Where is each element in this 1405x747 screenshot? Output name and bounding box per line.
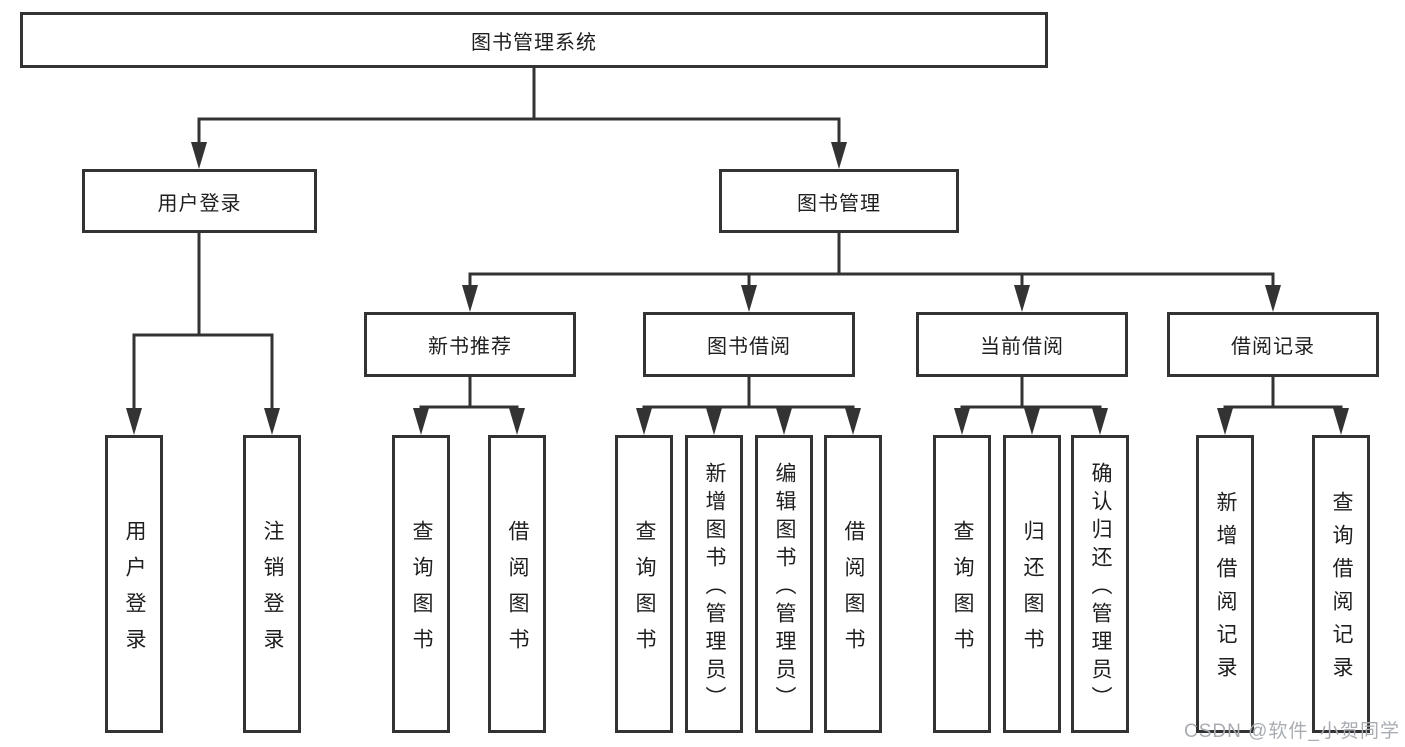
leaf-label: 借阅图书 [506,519,529,664]
node-book-management: 图书管理 [719,169,959,233]
leaf-label: 新增图书（管理员） [703,461,726,714]
node-new-book-recommend: 新书推荐 [364,312,576,377]
leaf-label: 查询图书 [633,519,656,664]
leaf-query-books-recommend: 查询图书 [392,435,450,733]
leaf-add-borrow-record: 新增借阅记录 [1196,435,1254,733]
node-current-borrow: 当前借阅 [916,312,1128,377]
leaf-query-borrow-record: 查询借阅记录 [1312,435,1370,733]
leaf-confirm-return-admin: 确认归还（管理员） [1071,435,1129,733]
leaf-query-books-borrow: 查询图书 [615,435,673,733]
leaf-label: 编辑图书（管理员） [773,461,796,714]
leaf-label: 查询图书 [951,519,974,664]
leaf-label: 借阅图书 [842,519,865,664]
node-book-borrow: 图书借阅 [643,312,855,377]
leaf-borrow-books: 借阅图书 [824,435,882,733]
leaf-label: 归还图书 [1021,519,1044,664]
node-user-login: 用户登录 [82,169,317,233]
leaf-label: 查询借阅记录 [1330,491,1353,689]
leaf-user-login: 用户登录 [105,435,163,733]
leaf-label: 用户登录 [123,519,146,664]
leaf-add-books-admin: 新增图书（管理员） [685,435,743,733]
leaf-edit-books-admin: 编辑图书（管理员） [755,435,813,733]
leaf-label: 新增借阅记录 [1214,491,1237,689]
leaf-return-books: 归还图书 [1003,435,1061,733]
leaf-query-books-current: 查询图书 [933,435,991,733]
leaf-label: 确认归还（管理员） [1089,461,1112,714]
csdn-watermark: CSDN @软件_小贺同学 [1184,721,1400,742]
leaf-label: 查询图书 [410,519,433,664]
arrowhead-icons [126,142,1349,435]
leaf-label: 注销登录 [261,519,284,664]
node-borrow-records: 借阅记录 [1167,312,1379,377]
tree-lines [132,66,1343,416]
node-root-library-system: 图书管理系统 [20,12,1048,68]
leaf-borrow-books-recommend: 借阅图书 [488,435,546,733]
leaf-logout: 注销登录 [243,435,301,733]
